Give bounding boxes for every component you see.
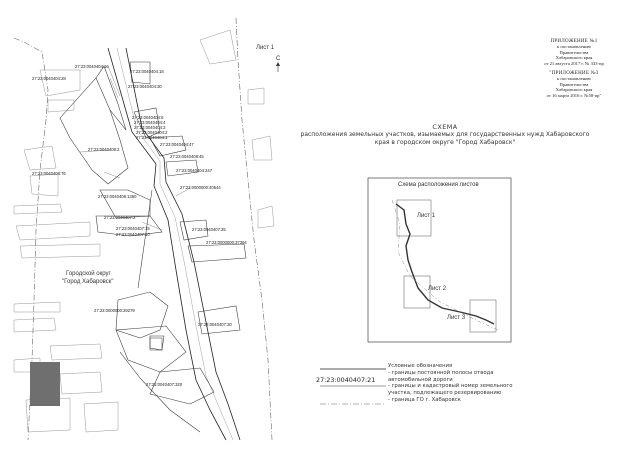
parcel-label: 27:23:0000000:40544 (180, 185, 221, 190)
parcel-label: 27:23:0040407:20 (198, 322, 232, 327)
parcel-label: 27:23:0040404:16 (75, 64, 109, 69)
parcel-label: 27:23:0040408:76 (32, 171, 66, 176)
appendix-2: "ПРИЛОЖЕНИЕ №3 к постановлению Правитель… (514, 71, 634, 98)
district-label-line2: "Город Хабаровск" (62, 279, 114, 285)
appendix-1-line: Хабаровского края (555, 55, 593, 61)
parcel-label: 27:23:0040404:3 (134, 125, 166, 130)
legend-item: - границы постоянной полосы отвода (388, 369, 494, 376)
appendix-2-line: Правительства (559, 81, 589, 87)
parcel-label: 27:23:0000000:37394 (206, 240, 247, 245)
legend: Условные обозначения - границы постоянно… (388, 363, 512, 404)
overview-sheet1-label: Лист 1 (417, 213, 436, 219)
building-block (149, 337, 163, 351)
appendix-1-line: от 21 августа 2017 г. № 333-пр (544, 60, 604, 66)
appendix-2-line: от 16 марта 2016 г. №58-пр" (546, 92, 602, 98)
overview-sheet2-label: Лист 2 (428, 286, 447, 292)
scheme-title: СХЕМА расположения земельных участков, и… (270, 123, 620, 147)
parcel-label: 27:23:0040407:25 (192, 227, 226, 232)
parcel-label: 27:23:0040404:1 (136, 135, 168, 140)
appendix-2-line: к постановлению (557, 76, 591, 82)
legend-item: автомобильной дороги (388, 376, 453, 383)
scheme-line: расположения земельных участков, изымаем… (300, 131, 590, 138)
parcel-label: 27:23:0040408:2 (88, 147, 120, 152)
building-block (30, 362, 60, 406)
appendix-1-head: ПРИЛОЖЕНИЕ №1 (550, 39, 598, 44)
parcel-label: 27:23:0040408:1360 (98, 194, 137, 199)
parcel-label: 27:23:0040404:47 (160, 142, 194, 147)
label-leaders (79, 65, 191, 231)
parcel-label: 27:23:0040404:2 (136, 130, 168, 135)
legend-sample-number: 27:23:0040407:21 (316, 376, 376, 384)
overview-road-line (395, 203, 495, 325)
parcel-label: 27:23:0040404:4 (134, 120, 166, 125)
parcel-shapes (59, 61, 247, 433)
scheme-head: СХЕМА (432, 123, 458, 131)
overview-sheet3-frame (469, 299, 497, 333)
legend-item: участка, подлежащего резервированию (388, 390, 502, 397)
district-boundary-line-east (235, 17, 273, 441)
appendix-2-line: Хабаровского края (555, 87, 593, 93)
appendix-1-line: Правительства (559, 49, 589, 55)
parcel-label: 27:23:0040404:18 (130, 69, 164, 74)
legend-item: - границы и кадастровый номер земельного (388, 383, 513, 390)
overview-sheet1-frame (396, 199, 432, 237)
parcel-label: 27:23:0040404:28 (32, 76, 66, 81)
overview-frame (367, 177, 512, 343)
appendix-2-head: "ПРИЛОЖЕНИЕ №3 (549, 71, 599, 76)
parcel-label: 27:23:0000000:29279 (94, 308, 135, 313)
parcel-label: 27:23:0040404:247 (176, 168, 213, 173)
parcel-labels: 27:23:0040404:18 27:23:0040404:28 27:23:… (32, 64, 247, 387)
terrain-features (13, 29, 275, 433)
road-centerline (116, 47, 234, 441)
parcel-label: 27:23:0040407:10 (116, 232, 150, 237)
appendix-1: ПРИЛОЖЕНИЕ №1 к постановлению Правительс… (514, 39, 634, 66)
district-boundary-line (13, 37, 49, 441)
parcel-label: 27:23:0040404:6 (132, 115, 164, 120)
north-arrow-head-icon (276, 62, 280, 66)
legend-title: Условные обозначения (388, 363, 453, 369)
parcel-label: 27:23:0040407:2 (104, 215, 136, 220)
sheet-label: Лист 1 (256, 45, 275, 51)
overview-title: Схема расположения листов (398, 182, 479, 188)
north-letter: С (276, 56, 281, 62)
parcel-label: 27:23:0040407:15 (116, 226, 150, 231)
overview-boundary-line (391, 199, 499, 331)
legend-item: - граница ГО г. Хабаровск (388, 396, 461, 403)
parcel-label: 27:23:0040408:45 (170, 154, 204, 159)
scheme-line: края в городском округе "Город Хабаровск… (374, 139, 516, 146)
overview-sheet2-frame (403, 275, 431, 309)
district-label-line1: Городской округ (66, 270, 112, 277)
parcel-label: 27:23:0040407:320 (146, 382, 183, 387)
appendix-1-line: к постановлению (557, 44, 591, 50)
parcel-label: 27:23:0040404:30 (128, 84, 162, 89)
overview-sheet3-label: Лист 3 (447, 315, 466, 321)
